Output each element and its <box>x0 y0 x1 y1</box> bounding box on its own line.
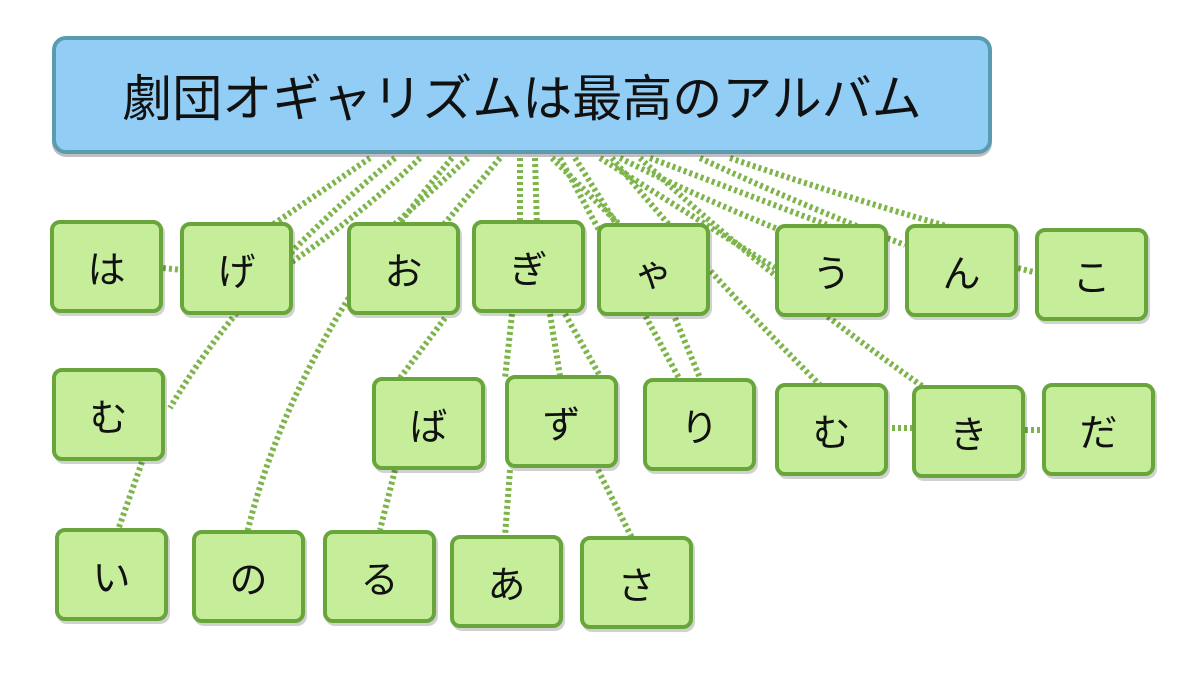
connector-line <box>562 312 603 378</box>
node-text: き <box>949 413 988 457</box>
node-ge: げ <box>180 222 293 315</box>
connector-line <box>377 469 398 531</box>
node-ki: き <box>912 385 1025 478</box>
node-text: ゃ <box>634 251 673 295</box>
title-text: 劇団オギャリズムは最高のアルバム <box>122 70 922 128</box>
node-a: あ <box>450 535 563 628</box>
node-ya: ゃ <box>597 223 710 316</box>
node-text: る <box>360 558 399 602</box>
node-ru: る <box>323 530 436 623</box>
node-ha: は <box>50 220 163 313</box>
node-text: こ <box>1072 256 1111 300</box>
node-ba: ば <box>372 377 485 470</box>
node-ko: こ <box>1035 228 1148 321</box>
connector-line <box>549 155 623 228</box>
node-text: い <box>92 556 131 600</box>
node-text: う <box>812 252 851 296</box>
connector-line <box>547 313 563 377</box>
connector-line <box>502 313 515 379</box>
title-box: 劇団オギャリズムは最高のアルバム <box>52 36 992 154</box>
connector-line <box>598 155 777 271</box>
node-i: い <box>55 528 168 621</box>
node-text: は <box>87 248 126 292</box>
connector-line <box>648 155 832 229</box>
connector-line <box>290 155 423 265</box>
connector-line <box>162 265 183 273</box>
node-mu-2: む <box>775 383 888 476</box>
connector-line <box>392 155 471 227</box>
connector-line <box>609 156 823 388</box>
connector-line <box>672 316 703 380</box>
node-text: ず <box>542 403 581 447</box>
node-sa: さ <box>580 536 693 629</box>
connector-line <box>242 156 455 543</box>
node-text: む <box>89 396 128 440</box>
node-text: だ <box>1079 411 1118 455</box>
node-mu-1: む <box>52 368 165 461</box>
node-da: だ <box>1042 383 1155 476</box>
node-gi: ぎ <box>472 220 585 313</box>
node-no: の <box>192 530 305 623</box>
node-text: む <box>812 411 851 455</box>
connector-line <box>502 469 513 537</box>
connector-line <box>618 155 792 237</box>
node-text: げ <box>217 250 256 294</box>
node-text: ぎ <box>509 248 548 292</box>
connector-line <box>397 316 448 380</box>
node-text: さ <box>617 564 656 608</box>
node-text: お <box>384 250 423 294</box>
node-text: あ <box>487 563 526 607</box>
node-text: ば <box>409 405 448 449</box>
node-text: の <box>229 558 268 602</box>
node-text: り <box>680 406 719 450</box>
connector-line <box>115 461 145 531</box>
node-text: ん <box>942 252 981 296</box>
connector-line <box>729 155 961 233</box>
connector-line <box>637 155 924 389</box>
node-o: お <box>347 222 460 315</box>
node-zu: ず <box>505 375 618 468</box>
node-ri: り <box>643 378 756 471</box>
node-n: ん <box>905 224 1018 317</box>
node-u: う <box>775 224 888 317</box>
connector-line <box>595 468 635 540</box>
